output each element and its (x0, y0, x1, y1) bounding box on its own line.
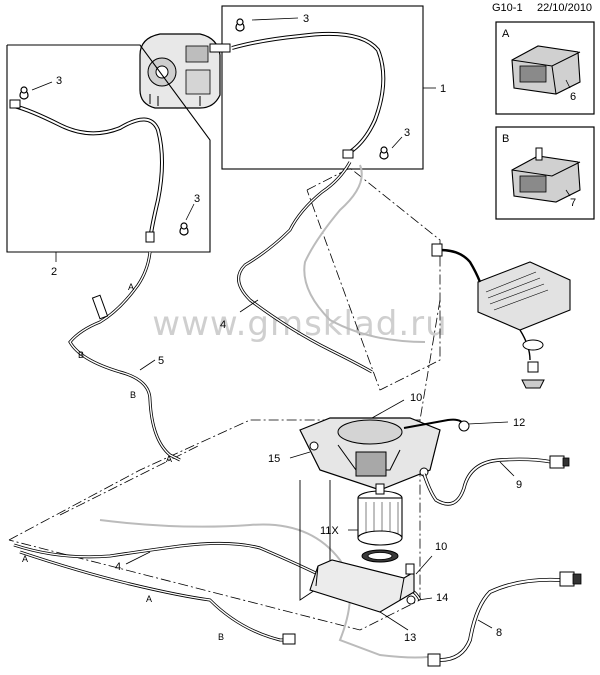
callout-1: 1 (440, 83, 446, 95)
callout-9: 9 (516, 479, 522, 491)
leader-12 (467, 421, 509, 425)
inset-a-number: 6 (570, 91, 576, 103)
watermark-text: www.gmsklad.ru (152, 304, 447, 344)
leader-10a (371, 399, 405, 419)
leader-8 (477, 619, 493, 629)
group-box-1 (221, 5, 424, 170)
callout-11x: 11X (320, 525, 339, 537)
sheet-date: 22/10/2010 (537, 2, 593, 14)
return-pipe-lower (99, 519, 441, 659)
callout-12: 12 (513, 417, 525, 429)
pipe-b-lower-fill (19, 551, 292, 641)
leader-14 (417, 597, 433, 601)
route-letter-a2: A (166, 454, 172, 464)
clip-icon (235, 18, 245, 32)
pipe-5-fill (69, 251, 181, 461)
hose-8 (439, 577, 561, 662)
callout-2: 2 (51, 266, 57, 278)
callout-4a: 4 (220, 319, 226, 331)
fuel-filter-housing-icon (299, 417, 470, 491)
pipe-4-upper-fill (237, 161, 373, 373)
sheet-code: G10-1 (492, 2, 523, 14)
leader-15 (289, 451, 311, 459)
leader-3d (391, 136, 403, 149)
clip-icon (379, 146, 389, 160)
pipe-1-fill (231, 32, 385, 153)
route-letter-b2: B (130, 390, 136, 400)
callout-3c: 3 (194, 193, 200, 205)
clip-icon (19, 86, 29, 100)
leader-3a (251, 17, 299, 21)
hose-9 (422, 457, 553, 506)
leader-4a (239, 299, 259, 313)
pipe-1-outline (231, 31, 386, 154)
mounting-bracket-icon (309, 559, 416, 613)
inset-b-frame (495, 126, 595, 220)
pipe-2-fitting (145, 231, 155, 243)
leader-4b (125, 551, 151, 565)
clip-icon (179, 222, 189, 236)
filter-element-icon (357, 483, 403, 563)
pipe-2-fill (13, 105, 163, 241)
connector-b-icon (511, 147, 581, 203)
callout-5: 5 (158, 355, 164, 367)
group-box-2 (6, 44, 211, 253)
route-letter-b1: B (78, 350, 84, 360)
callout-13: 13 (404, 632, 416, 644)
leader-3b (31, 81, 53, 91)
route-letter-b3: B (218, 632, 224, 642)
callout-8: 8 (496, 627, 502, 639)
callout-15: 15 (268, 453, 280, 465)
callout-3a: 3 (303, 13, 309, 25)
inset-a-letter: A (502, 28, 510, 40)
pipe-2-end (9, 99, 21, 109)
inset-b-number: 7 (570, 197, 576, 209)
callout-4b: 4 (115, 561, 121, 573)
leader-5 (139, 359, 156, 371)
callout-14: 14 (436, 592, 448, 604)
inset-a-frame (495, 21, 595, 115)
leader-13 (379, 611, 409, 631)
route-letter-a3: A (22, 554, 28, 564)
pipe-5-connector (91, 294, 109, 320)
callout-10b: 10 (435, 541, 447, 553)
leader-9 (499, 461, 515, 477)
hose-9-connector (549, 455, 565, 469)
inset-b-letter: B (502, 133, 509, 145)
route-letter-a1: A (128, 282, 134, 292)
pipe-end-fitting (282, 633, 296, 645)
fuel-pump-icon (139, 33, 231, 109)
hose-8-connector (427, 571, 582, 667)
hose-9-connector-tip (562, 457, 570, 467)
callout-10a: 10 (410, 392, 422, 404)
fuel-cooler-icon (431, 243, 571, 389)
connector-a-icon (511, 45, 581, 95)
route-letter-a4: A (146, 594, 152, 604)
hose-9-fill (423, 458, 553, 505)
hose-8-fill (439, 578, 561, 662)
callout-3b: 3 (56, 75, 62, 87)
pipe-2-outline (13, 104, 164, 241)
pipe-1-fitting (342, 149, 354, 159)
callout-3d: 3 (404, 127, 410, 139)
leader-10b (415, 555, 433, 575)
leader-3c (185, 203, 195, 221)
return-pipe-upper (303, 164, 426, 343)
